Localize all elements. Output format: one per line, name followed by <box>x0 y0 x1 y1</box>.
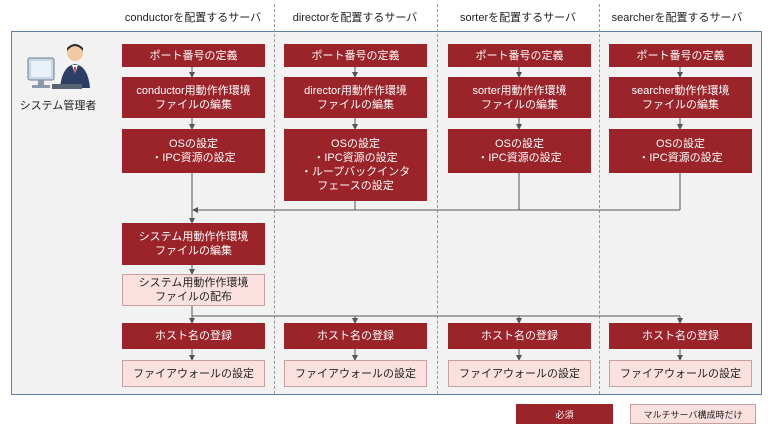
column-header-searcher: searcherを配置するサーバ <box>611 12 743 24</box>
column-divider <box>274 4 275 394</box>
conductor-port-definition: ポート番号の定義 <box>122 44 265 67</box>
sorter-port-definition: ポート番号の定義 <box>448 44 591 67</box>
searcher-firewall-settings: ファイアウォールの設定 <box>609 360 752 387</box>
column-header-sorter: sorterを配置するサーバ <box>459 12 576 24</box>
searcher-env-file-edit: searcher動作作環境 ファイルの編集 <box>609 77 752 118</box>
searcher-port-definition: ポート番号の定義 <box>609 44 752 67</box>
conductor-env-file-edit: conductor用動作作環境 ファイルの編集 <box>122 77 265 118</box>
administrator-label: システム管理者 <box>19 100 97 112</box>
column-header-conductor: conductorを配置するサーバ <box>124 12 262 24</box>
director-port-definition: ポート番号の定義 <box>284 44 427 67</box>
conductor-firewall-settings: ファイアウォールの設定 <box>122 360 265 387</box>
sorter-env-file-edit: sorter用動作作環境 ファイルの編集 <box>448 77 591 118</box>
searcher-os-settings: OSの設定 ・IPC資源の設定 <box>609 129 752 173</box>
conductor-os-settings: OSの設定 ・IPC資源の設定 <box>122 129 265 173</box>
legend-multi-server-only: マルチサーバ構成時だけ <box>630 404 756 424</box>
sorter-os-settings: OSの設定 ・IPC資源の設定 <box>448 129 591 173</box>
system-env-file-edit: システム用動作作環境 ファイルの編集 <box>122 223 265 265</box>
column-divider <box>599 4 600 394</box>
administrator-icon <box>18 40 108 120</box>
director-firewall-settings: ファイアウォールの設定 <box>284 360 427 387</box>
column-divider <box>437 4 438 394</box>
sorter-host-registration: ホスト名の登録 <box>448 323 591 349</box>
legend-required: 必須 <box>516 404 613 424</box>
column-header-director: directorを配置するサーバ <box>292 12 418 24</box>
director-env-file-edit: director用動作作環境 ファイルの編集 <box>284 77 427 118</box>
conductor-host-registration: ホスト名の登録 <box>122 323 265 349</box>
system-env-file-distribution: システム用動作作環境 ファイルの配布 <box>122 274 265 306</box>
director-os-settings: OSの設定 ・IPC資源の設定 ・ループバックインタ フェースの設定 <box>284 129 427 201</box>
sorter-firewall-settings: ファイアウォールの設定 <box>448 360 591 387</box>
director-host-registration: ホスト名の登録 <box>284 323 427 349</box>
searcher-host-registration: ホスト名の登録 <box>609 323 752 349</box>
